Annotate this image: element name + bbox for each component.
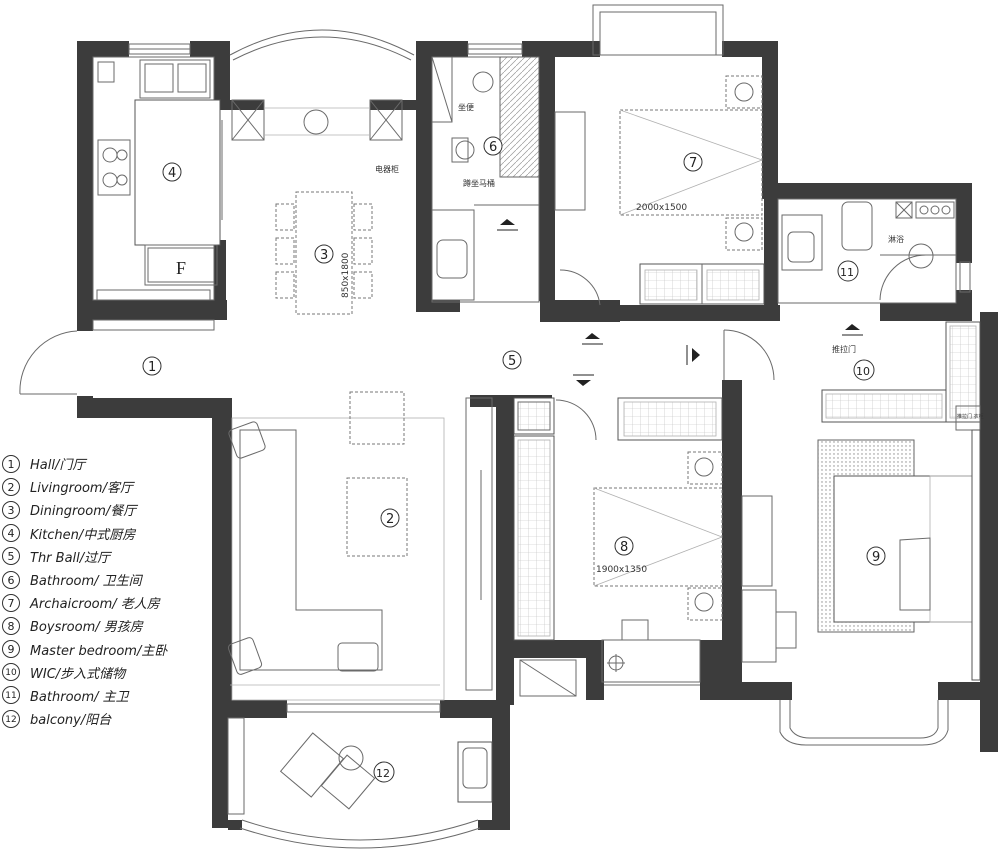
room-marker-7: 7	[683, 152, 703, 172]
room-marker-3: 3	[314, 244, 334, 264]
svg-text:4: 4	[168, 166, 176, 181]
room-marker-8: 8	[614, 536, 634, 556]
legend-text: Archaicroom/ 老人房	[30, 597, 160, 613]
kitchen: F	[92, 56, 223, 301]
legend-text: Kitchen/中式厨房	[30, 527, 136, 543]
toilet-note: 蹲坐马桶	[463, 178, 495, 188]
legend-row: 1 Hall/门厅	[2, 452, 192, 475]
dining-table-dim: 850x1800	[341, 252, 351, 298]
archaic-room: 2000x1500	[554, 75, 765, 306]
dining: 850x1800 电器柜	[231, 99, 403, 315]
electric-cabinet-note: 电器柜	[375, 164, 399, 174]
legend-number: 2	[2, 477, 20, 496]
legend-row: 11 Bathroom/ 主卫	[2, 684, 192, 707]
room-marker-2: 2	[380, 508, 400, 528]
legend-text: Livingroom/客厅	[30, 481, 133, 497]
corridor: 推拉门	[497, 219, 863, 386]
boys-room: 1900x1350	[513, 397, 723, 697]
legend-row: 10 WIC/步入式储物	[2, 661, 192, 684]
legend-text: Master bedroom/主卧	[30, 643, 168, 659]
legend-text: Boysroom/ 男孩房	[30, 620, 143, 636]
legend-number: 12	[2, 709, 20, 728]
legend-row: 5 Thr Ball/过厅	[2, 545, 192, 568]
shower-note: 坐便	[458, 102, 474, 112]
walls	[77, 41, 998, 830]
master-bedroom	[741, 429, 981, 681]
archaic-bed-dim: 2000x1500	[636, 203, 687, 213]
legend-row: 8 Boysroom/ 男孩房	[2, 614, 192, 637]
legend-number: 3	[2, 500, 20, 519]
room-marker-1: 1	[142, 356, 162, 376]
room-markers: 1 2 3 4 5 6 7 8	[142, 136, 886, 783]
legend-row: 6 Bathroom/ 卫生间	[2, 568, 192, 591]
svg-text:6: 6	[489, 140, 497, 155]
svg-text:3: 3	[320, 248, 328, 263]
room-marker-9: 9	[866, 546, 886, 566]
legend-number: 10	[2, 663, 20, 682]
legend-row: 4 Kitchen/中式厨房	[2, 522, 192, 545]
bathroom-11: 淋浴	[777, 198, 957, 304]
svg-text:8: 8	[620, 540, 628, 555]
svg-text:12: 12	[376, 767, 390, 780]
balcony	[227, 717, 493, 815]
room-marker-6: 6	[483, 136, 503, 156]
legend-number: 9	[2, 640, 20, 659]
shower-master-note: 淋浴	[888, 234, 904, 244]
windows	[128, 4, 971, 849]
room-marker-11: 11	[837, 260, 859, 282]
legend-text: balcony/阳台	[30, 713, 112, 729]
legend-text: Diningroom/餐厅	[30, 504, 137, 520]
bathroom-6: 坐便 蹲坐马桶	[431, 56, 540, 303]
room-marker-12: 12	[373, 761, 395, 783]
svg-text:7: 7	[689, 156, 697, 171]
wic-panel-note: 推拉门 衣柜	[957, 413, 984, 420]
room-marker-4: 4	[162, 162, 182, 182]
legend-number: 1	[2, 454, 20, 473]
room-marker-5: 5	[502, 350, 522, 370]
legend-row: 12 balcony/阳台	[2, 707, 192, 730]
hall	[19, 319, 215, 395]
legend-row: 2 Livingroom/客厅	[2, 475, 192, 498]
room-legend: 1 Hall/门厅 2 Livingroom/客厅 3 Diningroom/餐…	[2, 452, 192, 730]
wic: 推拉门 衣柜	[821, 321, 984, 431]
legend-text: Hall/门厅	[30, 458, 86, 474]
legend-text: WIC/步入式储物	[30, 666, 126, 682]
svg-text:11: 11	[840, 266, 854, 279]
svg-text:5: 5	[508, 354, 516, 369]
fridge-letter: F	[176, 258, 186, 278]
svg-text:10: 10	[856, 365, 870, 378]
svg-text:9: 9	[872, 550, 880, 565]
room-marker-10: 10	[853, 359, 875, 381]
slide-door-note: 推拉门	[832, 344, 856, 354]
legend-number: 8	[2, 616, 20, 635]
svg-text:2: 2	[386, 512, 394, 527]
legend-row: 7 Archaicroom/ 老人房	[2, 591, 192, 614]
legend-number: 5	[2, 547, 20, 566]
legend-row: 9 Master bedroom/主卧	[2, 638, 192, 661]
legend-number: 11	[2, 686, 20, 705]
legend-text: Bathroom/ 主卫	[30, 689, 129, 705]
svg-text:1: 1	[148, 360, 156, 375]
legend-number: 6	[2, 570, 20, 589]
legend-text: Thr Ball/过厅	[30, 550, 111, 566]
legend-text: Bathroom/ 卫生间	[30, 574, 142, 590]
legend-row: 3 Diningroom/餐厅	[2, 498, 192, 521]
living	[227, 391, 493, 713]
boys-bed-dim: 1900x1350	[596, 565, 647, 575]
legend-number: 4	[2, 524, 20, 543]
legend-number: 7	[2, 593, 20, 612]
